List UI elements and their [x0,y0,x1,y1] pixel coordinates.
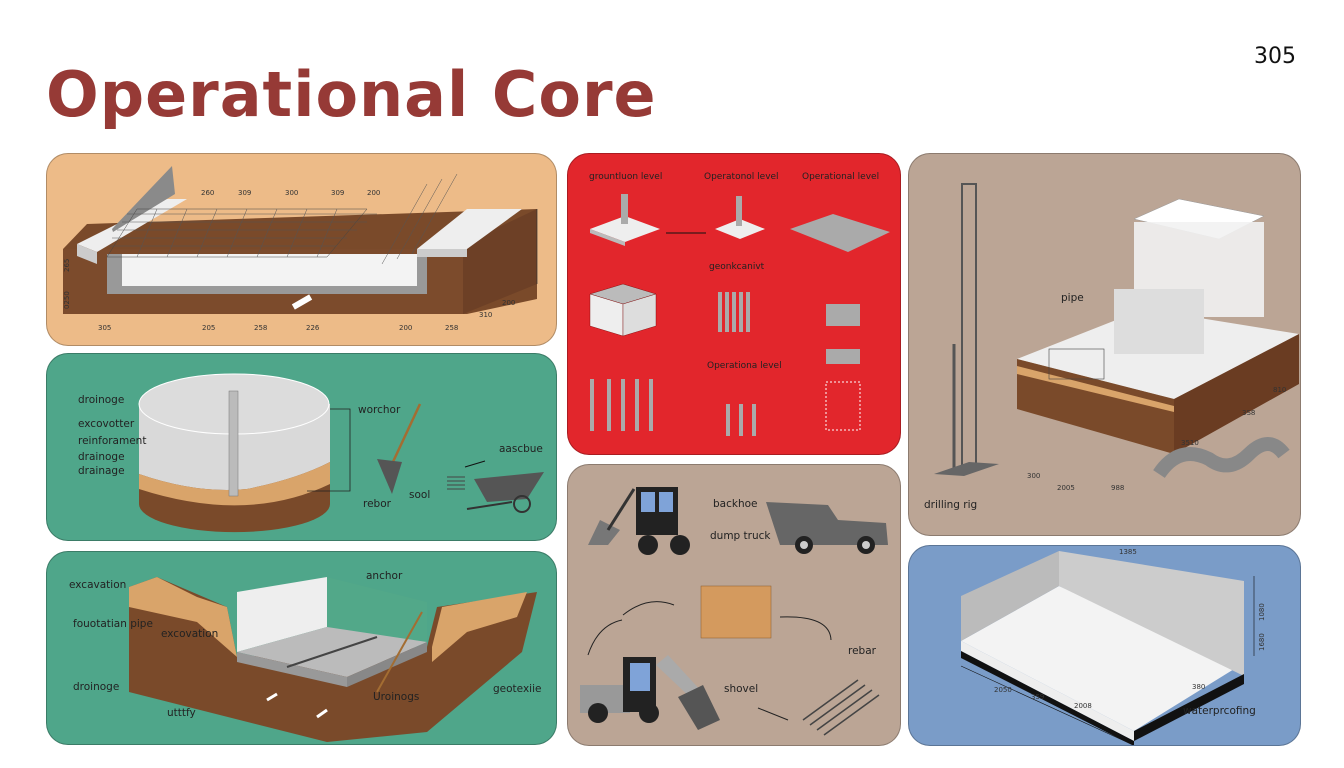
label-pipe: pipe [1061,292,1084,304]
label-foundation-pipe: fouotatian pipe [73,618,153,630]
dim-label: 3S8 [1242,409,1256,417]
dim-label: 205 [202,324,216,332]
label-geotextile: geonkcanivt [709,262,765,272]
label-operational-level: Operatonol level [704,172,779,182]
label-drainage: droinoge [73,681,120,693]
equipment-illustration [580,487,888,736]
dim-label: 310 [479,311,493,319]
dim-label: 265 [63,258,71,272]
levels-illustration [589,194,890,436]
label-soil: sool [409,489,431,501]
label-drainage: droinoge [78,394,125,406]
label-drainage: drainoge [78,451,125,463]
label-drilling-rig: drilling rig [924,499,978,511]
label-rebar: rebar [848,645,876,657]
panel-excavation: excavation fouotatian pipe excovation an… [46,551,557,745]
label-excavator: excovotter [78,418,135,430]
dim-label: 2050 [994,686,1012,694]
dim-label: 300 [1027,472,1041,480]
label-operational-level: Operational level [802,172,880,182]
dim-label: 200 [399,324,413,332]
label-anchor: worchor [358,404,401,416]
label-backhoe: backhoe [713,498,758,510]
dim-label: 380 [1192,683,1206,691]
dim-label: 305 [98,324,112,332]
dim-label: 309 [238,189,252,197]
building-illustration [934,183,1299,479]
dim-label: 2008 [1074,702,1092,710]
label-rebar: rebor [363,498,391,510]
excavation-illustration [129,577,537,742]
dim-label: 1680 [1258,633,1266,651]
panel-cylinder-foundation: droinoge excovotter reinforament drainog… [46,353,557,541]
dim-label: 200 [502,299,516,307]
cylinder-foundation-illustration [138,373,544,533]
foundation-slab-illustration [63,166,538,314]
panel-levels: grountluon level Operatonol level Operat… [567,153,901,455]
dim-label: 226 [306,324,320,332]
panel-building: pipe drilling rig 300 2005 988 3510 3S8 … [908,153,1301,536]
label-foundation-level: grountluon level [589,172,663,182]
label-excavation: excovation [161,628,219,640]
panel-equipment: backhoe dump truck rebar shovel [567,464,901,746]
dim-label: 1080 [1258,603,1266,621]
label-wheelbarrow: aascbue [499,443,543,455]
dim-label: 300 [285,189,299,197]
label-drainage: Uroinogs [373,691,420,703]
label-reinforcement: reinforament [78,435,147,447]
dim-label: 2005 [1057,484,1075,492]
dim-label: 0250 [63,291,71,309]
dim-label: 988 [1111,484,1125,492]
waterproofing-illustration [960,551,1255,745]
page-title: Operational Core [46,58,657,131]
dim-label: 258 [254,324,268,332]
dim-label: 1385 [1119,548,1137,556]
dim-label: 359 [1031,693,1045,701]
label-anchor: anchor [366,570,403,582]
dim-label: 309 [331,189,345,197]
dim-label: 260 [201,189,215,197]
label-geotextile: geotexiie [493,683,542,695]
panel-waterproofing: waterprcofing 1385 1080 1680 2050 359 20… [908,545,1301,746]
label-dump-truck: dump truck [710,530,771,542]
label-utility: utttfy [167,707,196,719]
label-waterproofing: waterprcofing [1183,705,1256,717]
panel-foundation-slab: 260 309 300 309 200 305 205 258 226 200 … [46,153,557,346]
label-shovel: shovel [724,683,759,695]
page-number: 305 [1254,44,1296,69]
dim-label: 200 [367,189,381,197]
dim-label: 258 [445,324,459,332]
label-operational-level: Operationa level [707,361,782,371]
dim-label: 3510 [1181,439,1199,447]
dim-label: 810 [1273,386,1287,394]
label-drainage: drainage [78,465,125,477]
label-excavation: excavation [69,579,127,591]
